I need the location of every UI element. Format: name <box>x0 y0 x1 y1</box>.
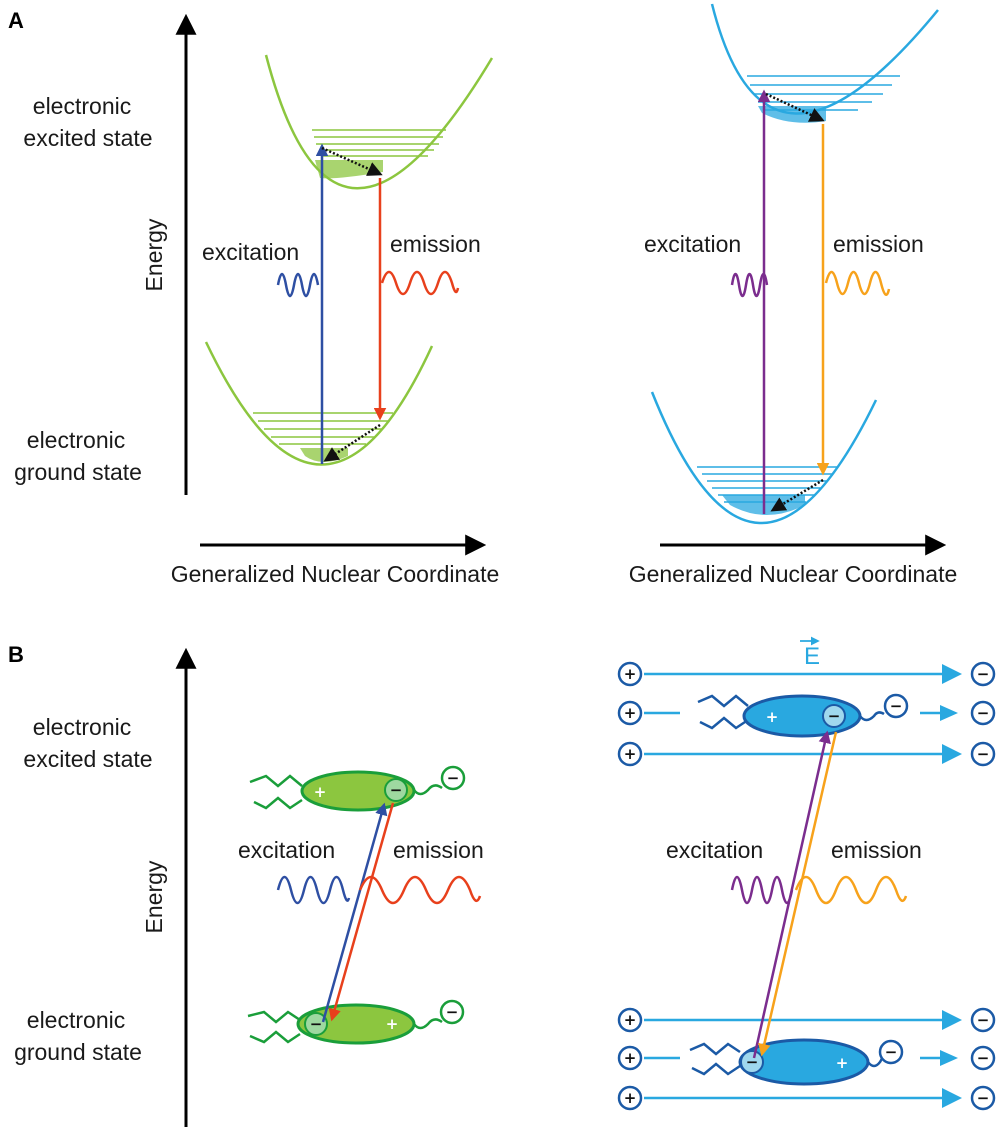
x-axis-label-a-left: Generalized Nuclear Coordinate <box>171 561 500 587</box>
excitation-label-b-right: excitation <box>666 837 763 863</box>
molecule-ground-cyan: − + − <box>689 1038 904 1086</box>
emission-label-b-left: emission <box>393 837 484 863</box>
excitation-label-a-left: excitation <box>202 239 299 265</box>
field-lines-bottom <box>644 1010 962 1108</box>
svg-text:−: − <box>977 1049 990 1067</box>
excited-state-label-a-line1: electronic <box>33 93 131 119</box>
plus-charges-bottom: + + + <box>617 1007 643 1111</box>
svg-text:+: + <box>624 745 637 763</box>
excitation-label-a-right: excitation <box>644 231 741 257</box>
svg-text:−: − <box>977 1089 990 1107</box>
excited-state-well-cyan <box>710 3 939 123</box>
excitation-wave-b-right <box>730 875 794 905</box>
ground-state-label-b-line2: ground state <box>14 1039 142 1065</box>
panel-a-letter: A <box>8 8 24 33</box>
relaxation-arrow-a-left-excited <box>321 146 383 176</box>
emission-wave-a-right <box>824 270 891 296</box>
ground-state-well-green <box>204 341 434 466</box>
x-axis-label-a-right: Generalized Nuclear Coordinate <box>629 561 958 587</box>
emission-arrow-b-right <box>758 731 838 1057</box>
panel-a: A Energy electronic excited state electr… <box>8 3 958 587</box>
svg-text:+: + <box>386 1015 399 1033</box>
ground-state-label-a-line1: electronic <box>27 427 125 453</box>
relaxation-arrow-a-right-ground <box>770 478 824 512</box>
field-lines-top <box>644 664 962 764</box>
svg-text:+: + <box>624 665 637 683</box>
excitation-arrow-b-left <box>321 802 388 1023</box>
emission-arrow-b-left <box>328 802 395 1022</box>
energy-axis-label-a: Energy <box>141 218 167 291</box>
svg-text:−: − <box>828 707 841 725</box>
svg-text:−: − <box>977 1011 990 1029</box>
minus-charges-top: − − − <box>970 661 996 767</box>
minus-sign: − <box>390 781 403 799</box>
minus-charges-bottom: − − − <box>970 1007 996 1111</box>
excited-state-label-b-line1: electronic <box>33 714 131 740</box>
svg-text:+: + <box>766 708 779 726</box>
ground-state-label-a-line2: ground state <box>14 459 142 485</box>
emission-label-b-right: emission <box>831 837 922 863</box>
molecule-excited-cyan: + − − <box>697 693 909 738</box>
panel-b-letter: B <box>8 642 24 667</box>
excited-state-label-a-line2: excited state <box>23 125 152 151</box>
svg-text:−: − <box>977 665 990 683</box>
svg-text:+: + <box>624 1049 637 1067</box>
molecule-excited-green: − + − <box>249 765 466 812</box>
svg-text:−: − <box>885 1043 898 1061</box>
emission-wave-a-left <box>380 270 460 296</box>
excitation-wave-b-left <box>276 875 351 905</box>
ground-state-label-b-line1: electronic <box>27 1007 125 1033</box>
panel-b: B Energy electronic excited state electr… <box>8 636 996 1127</box>
molecule-ground-green: − + − <box>247 999 465 1045</box>
svg-text:−: − <box>977 745 990 763</box>
svg-text:−: − <box>890 697 903 715</box>
electric-field-label: E <box>804 643 820 670</box>
excitation-label-b-left: excitation <box>238 837 335 863</box>
excitation-wave-a-right <box>730 272 769 298</box>
svg-text:−: − <box>977 704 990 722</box>
svg-text:+: + <box>836 1054 849 1072</box>
relaxation-arrow-a-left-ground <box>323 423 381 462</box>
emission-wave-b-right <box>794 875 908 905</box>
emission-label-a-right: emission <box>833 231 924 257</box>
svg-text:+: + <box>624 1089 637 1107</box>
excitation-wave-a-left <box>276 272 320 298</box>
svg-text:+: + <box>624 1011 637 1029</box>
emission-wave-b-left <box>358 875 482 905</box>
svg-text:−: − <box>310 1015 323 1033</box>
svg-text:+: + <box>624 704 637 722</box>
svg-text:−: − <box>746 1053 759 1071</box>
excited-state-well-green <box>264 54 494 190</box>
energy-axis-label-b: Energy <box>141 860 167 933</box>
emission-label-a-left: emission <box>390 231 481 257</box>
plus-charges-top: + + + <box>617 661 643 767</box>
svg-text:−: − <box>447 769 460 787</box>
excited-state-label-b-line2: excited state <box>23 746 152 772</box>
plus-sign: + <box>314 783 327 801</box>
svg-text:−: − <box>446 1003 459 1021</box>
